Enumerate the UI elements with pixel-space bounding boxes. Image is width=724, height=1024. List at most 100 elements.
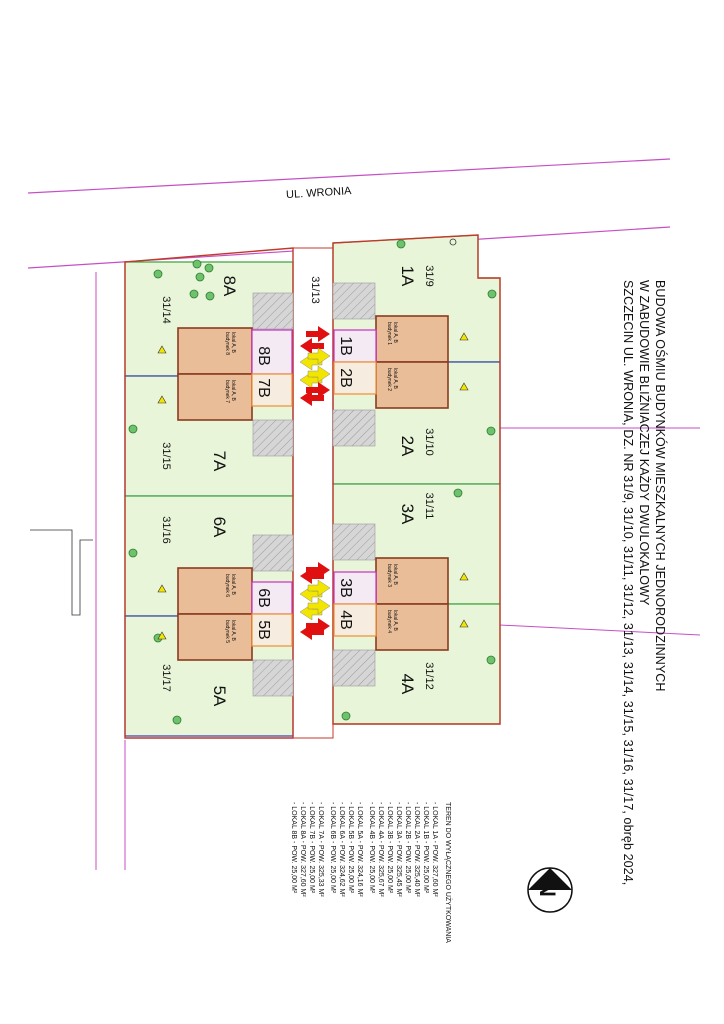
unit-label-8A: 8A bbox=[220, 276, 239, 297]
unit-label-8B: 8B bbox=[255, 346, 272, 366]
title-line-2: W ZABUDOWIE BLIŹNIACZEJ KAŻDY DWULOKALOW… bbox=[637, 280, 651, 606]
unit-label-7B: 7B bbox=[255, 378, 272, 398]
unit-label-5A: 5A bbox=[210, 686, 229, 707]
legend-item: - LOKAL 6A - POW. 324,62 M² bbox=[338, 802, 345, 897]
legend-item: - LOKAL 1B - POW. 25,00 M² bbox=[422, 802, 429, 894]
lot-1B bbox=[333, 329, 377, 363]
parcel-label-31-15: 31/15 bbox=[160, 442, 172, 470]
tree-icon bbox=[396, 239, 406, 249]
tree-icon bbox=[128, 424, 138, 434]
unit-label-2A: 2A bbox=[398, 436, 417, 457]
legend-item: - LOKAL 8A - POW. 327,60 M² bbox=[299, 802, 306, 897]
parking-7A bbox=[252, 419, 294, 457]
unit-label-7A: 7A bbox=[210, 451, 229, 472]
arrow-yellow-icon bbox=[307, 597, 331, 615]
well-icon bbox=[449, 238, 457, 246]
tree-icon bbox=[453, 488, 463, 498]
legend-item: - LOKAL 4B - POW. 25,00 M² bbox=[368, 802, 375, 894]
entrance-icon bbox=[459, 332, 469, 341]
unit-label-4A: 4A bbox=[398, 674, 417, 695]
entrances bbox=[157, 332, 469, 640]
site-boundary bbox=[124, 247, 294, 739]
lot-7B bbox=[251, 373, 293, 407]
arrow-red-icon bbox=[306, 562, 330, 578]
access-arrows-bottom bbox=[299, 562, 331, 640]
parcel-label-road: 31/13 bbox=[309, 276, 321, 304]
building-6 bbox=[177, 567, 253, 615]
legend-item: - LOKAL 8B - POW. 25,00 M² bbox=[290, 802, 297, 894]
building-3-name: budynek 3 bbox=[386, 564, 392, 587]
building-6-name: budynek 6 bbox=[224, 574, 230, 597]
legend-item: - LOKAL 7B - POW. 25,00 M² bbox=[308, 802, 315, 894]
arrow-red-icon bbox=[306, 326, 330, 342]
tree-icon bbox=[172, 715, 182, 725]
arrow-red-icon bbox=[306, 382, 330, 398]
arrow-red-icon bbox=[306, 618, 330, 634]
legend-item: - LOKAL 3A - POW. 325,45 M² bbox=[395, 802, 402, 897]
parking-1A bbox=[332, 282, 376, 320]
building-3-sub: lokal A, B bbox=[392, 564, 398, 586]
building-4-sub: lokal A, B bbox=[392, 610, 398, 632]
legend-item: - LOKAL 2A - POW. 325,40 M² bbox=[413, 802, 420, 897]
parking-4A bbox=[332, 649, 376, 687]
site-boundary bbox=[332, 234, 501, 725]
building-1-sub: lokal A, B bbox=[392, 322, 398, 344]
access-arrows-top bbox=[299, 326, 331, 406]
parcel-label-31-16: 31/16 bbox=[160, 516, 172, 544]
neighbor-line bbox=[499, 624, 701, 636]
lot-6B bbox=[251, 581, 293, 615]
trees bbox=[128, 239, 497, 725]
tree-icon bbox=[195, 272, 205, 282]
street-line-top bbox=[27, 158, 671, 194]
legend-item: - LOKAL 4A - POW. 325,67 M² bbox=[377, 802, 384, 897]
parcel-label-31-17: 31/17 bbox=[160, 664, 172, 692]
tree-icon bbox=[204, 263, 214, 273]
arrow-yellow-icon bbox=[307, 365, 331, 383]
unit-label-6A: 6A bbox=[210, 517, 229, 538]
parking-2A bbox=[332, 409, 376, 447]
entrance-icon bbox=[157, 631, 167, 640]
entrance-icon bbox=[459, 382, 469, 391]
road-parcel bbox=[292, 247, 334, 739]
building-5 bbox=[177, 613, 253, 661]
parking-6A bbox=[252, 534, 294, 572]
parcel-label-31-10: 31/10 bbox=[423, 428, 435, 456]
building-5-name: budynek 5 bbox=[224, 620, 230, 643]
neighbor-outline bbox=[30, 529, 93, 616]
building-4-name: budynek 4 bbox=[386, 610, 392, 633]
tree-icon bbox=[189, 289, 199, 299]
entrance-icon bbox=[157, 345, 167, 354]
arrow-red-icon bbox=[300, 338, 324, 354]
tree-icon bbox=[192, 259, 202, 269]
tree-icon bbox=[205, 291, 215, 301]
arrow-yellow-icon bbox=[307, 579, 331, 597]
entrance-icon bbox=[157, 395, 167, 404]
parking-5A bbox=[252, 659, 294, 697]
entrance-icon bbox=[459, 619, 469, 628]
parcel-label-31-12: 31/12 bbox=[423, 662, 435, 690]
parking-3A bbox=[332, 523, 376, 561]
north-arrow-icon: N bbox=[527, 867, 573, 913]
legend-heading: TEREN DO WYŁĄCZNEGO UŻYTKOWANIA bbox=[444, 802, 451, 943]
building-2-sub: lokal A, B bbox=[392, 368, 398, 390]
legend-item: - LOKAL 5B - POW. 25,00 M² bbox=[347, 802, 354, 894]
building-2 bbox=[375, 361, 449, 409]
title-block: BUDOWA OŚMIU BUDYNKÓW MIESZKALNYCH JEDNO… bbox=[620, 280, 668, 885]
tree-icon bbox=[486, 426, 496, 436]
title-line-1: BUDOWA OŚMIU BUDYNKÓW MIESZKALNYCH JEDNO… bbox=[653, 280, 667, 692]
tree-icon bbox=[341, 711, 351, 721]
building-4 bbox=[375, 603, 449, 651]
tree-icon bbox=[486, 655, 496, 665]
arrow-yellow-icon bbox=[307, 347, 331, 365]
building-7 bbox=[177, 373, 253, 421]
building-8-sub: lokal A, B bbox=[230, 332, 236, 354]
unit-label-1B: 1B bbox=[337, 336, 354, 356]
legend-item: - LOKAL 5A - POW. 324,16 M² bbox=[356, 802, 363, 897]
north-letter: N bbox=[535, 881, 560, 897]
building-5-sub: lokal A, B bbox=[230, 620, 236, 642]
unit-label-2B: 2B bbox=[337, 368, 354, 388]
legend-item: - LOKAL 6B - POW. 25,00 M² bbox=[329, 802, 336, 894]
unit-label-1A: 1A bbox=[398, 266, 417, 287]
legend-item: - LOKAL 2B - POW. 25,00 M² bbox=[404, 802, 411, 894]
